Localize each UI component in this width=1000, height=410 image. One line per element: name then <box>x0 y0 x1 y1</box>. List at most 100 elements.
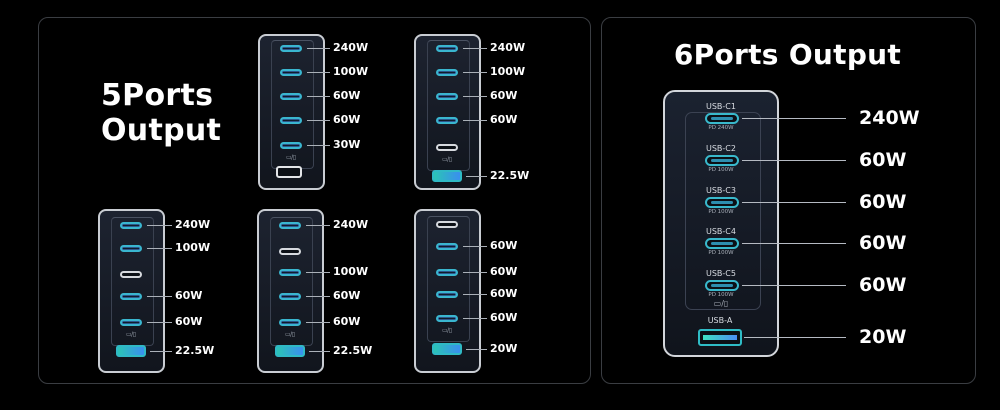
port-spec-label: PD 100W <box>708 209 734 215</box>
port-name-label: USB-C2 <box>706 144 736 153</box>
leader-line <box>307 145 330 146</box>
leader-line <box>306 296 330 297</box>
port-wattage-label: 20W <box>490 342 518 355</box>
leader-line <box>463 318 487 319</box>
usb-c-port[interactable] <box>279 293 301 300</box>
port-spec-label: PD 100W <box>708 167 734 173</box>
five-port-title-line2: Output <box>101 113 222 148</box>
usb-c-port[interactable] <box>279 319 301 326</box>
port-wattage-label: 60W <box>859 149 907 171</box>
port-name-label: USB-C1 <box>706 102 736 111</box>
leader-line <box>466 349 487 350</box>
port-wattage-label: 60W <box>333 315 361 328</box>
leader-line <box>742 243 846 244</box>
usb-c-port[interactable] <box>436 269 458 276</box>
port-wattage-label: 60W <box>333 113 361 126</box>
port-wattage-label: 100W <box>490 65 526 78</box>
five-port-title-line1: 5Ports <box>101 78 214 113</box>
leader-line <box>307 48 330 49</box>
usb-c-port[interactable] <box>280 69 302 76</box>
usb-c-port[interactable] <box>279 222 301 229</box>
leader-line <box>147 248 172 249</box>
usb-c-bay <box>427 40 470 171</box>
usb-c-port[interactable] <box>705 197 739 208</box>
six-port-charger <box>663 90 779 357</box>
port-wattage-label: 100W <box>333 65 369 78</box>
port-wattage-label: 60W <box>490 265 518 278</box>
port-wattage-label: 240W <box>490 41 526 54</box>
port-wattage-label: 240W <box>175 218 211 231</box>
leader-line <box>307 72 330 73</box>
port-wattage-label: 60W <box>175 289 203 302</box>
port-name-label: USB-C5 <box>706 269 736 278</box>
leader-line <box>463 246 487 247</box>
leader-line <box>463 272 487 273</box>
usb-c-port[interactable] <box>705 155 739 166</box>
usb-c-port[interactable] <box>436 221 458 228</box>
usb-a-port[interactable] <box>116 345 146 357</box>
usb-c-port[interactable] <box>279 248 301 255</box>
leader-line <box>463 120 487 121</box>
port-wattage-label: 60W <box>175 315 203 328</box>
usb-c-port[interactable] <box>436 315 458 322</box>
usb-c-port[interactable] <box>120 245 142 252</box>
six-port-title: 6Ports Output <box>673 38 902 71</box>
usb-c-port[interactable] <box>436 144 458 151</box>
port-name-label: USB-C3 <box>706 186 736 195</box>
port-spec-label: PD 240W <box>708 125 734 131</box>
leader-line <box>466 176 487 177</box>
usb-c-port[interactable] <box>120 222 142 229</box>
leader-line <box>147 296 172 297</box>
usb-c-port[interactable] <box>280 45 302 52</box>
leader-line <box>307 120 330 121</box>
port-wattage-label: 60W <box>859 232 907 254</box>
usb-c-port[interactable] <box>120 293 142 300</box>
usb-c-port[interactable] <box>436 117 458 124</box>
usb-a-port[interactable] <box>432 170 462 182</box>
usb-c-port[interactable] <box>436 291 458 298</box>
leader-line <box>742 285 846 286</box>
usb-a-port[interactable] <box>698 329 742 346</box>
leader-line <box>306 322 330 323</box>
leader-line <box>463 48 487 49</box>
usb-c-port[interactable] <box>705 280 739 291</box>
port-wattage-label: 60W <box>333 289 361 302</box>
usb-c-port[interactable] <box>436 243 458 250</box>
usb-c-port[interactable] <box>120 319 142 326</box>
usb-c-port[interactable] <box>280 117 302 124</box>
usb-c-bay <box>271 40 314 169</box>
port-wattage-label: 60W <box>490 311 518 324</box>
usb-c-port[interactable] <box>705 113 739 124</box>
usb-a-port[interactable] <box>432 343 462 355</box>
usb-c-port[interactable] <box>280 93 302 100</box>
usb-c-port[interactable] <box>279 269 301 276</box>
usb-c-port[interactable] <box>280 142 302 149</box>
six-port-usb-c-bay <box>685 112 761 310</box>
usb-c-port[interactable] <box>436 93 458 100</box>
port-wattage-label: 60W <box>859 274 907 296</box>
leader-line <box>742 160 846 161</box>
usb-c-port[interactable] <box>120 271 142 278</box>
port-spec-label: PD 100W <box>708 250 734 256</box>
usb-c-port[interactable] <box>705 238 739 249</box>
port-wattage-label: 60W <box>490 239 518 252</box>
charger-1: ▭/▯ <box>258 34 325 190</box>
pd-display-icon: ▭/▯ <box>126 331 136 338</box>
usb-a-port[interactable] <box>276 166 302 178</box>
usb-a-port[interactable] <box>275 345 305 357</box>
port-wattage-label: 100W <box>175 241 211 254</box>
leader-line <box>307 96 330 97</box>
port-wattage-label: 22.5W <box>490 169 530 182</box>
port-wattage-label: 240W <box>859 107 920 129</box>
port-wattage-label: 60W <box>490 287 518 300</box>
port-wattage-label: 60W <box>490 113 518 126</box>
leader-line <box>147 225 172 226</box>
port-wattage-label: 60W <box>490 89 518 102</box>
usb-c-port[interactable] <box>436 69 458 76</box>
port-name-label: USB-C4 <box>706 227 736 236</box>
leader-line <box>306 225 330 226</box>
leader-line <box>742 118 846 119</box>
usb-c-port[interactable] <box>436 45 458 52</box>
port-name-label: USB-A <box>707 316 733 325</box>
leader-line <box>744 337 846 338</box>
